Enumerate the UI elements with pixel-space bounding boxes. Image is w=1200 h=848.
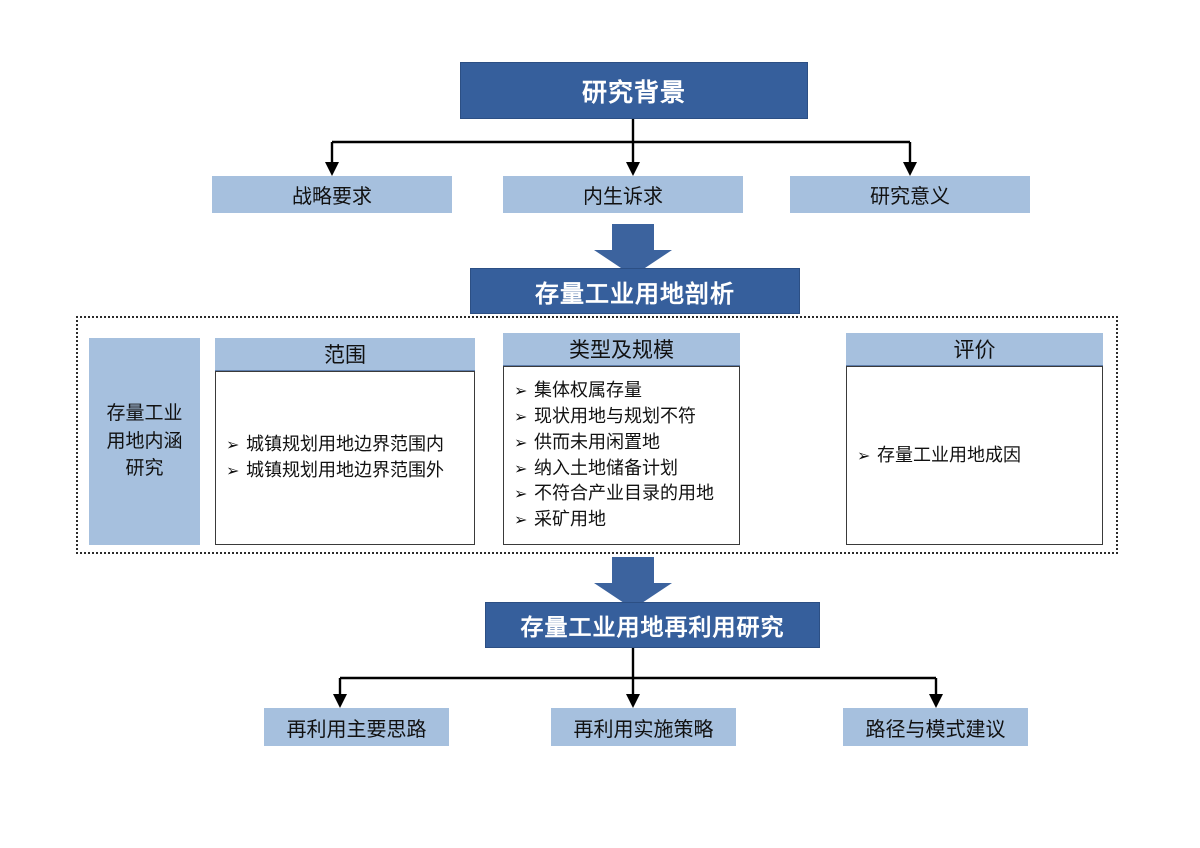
arrowheads-bottom	[333, 694, 943, 708]
chip-reuse-implementation-strategy[interactable]: 再利用实施策略	[551, 708, 736, 746]
list-item: ➢ 城镇规划用地边界范围外	[226, 458, 464, 484]
arrowheads-top	[325, 162, 917, 176]
scope-list: ➢ 城镇规划用地边界范围内 ➢ 城镇规划用地边界范围外	[226, 432, 464, 483]
panel-body-evaluation: ➢ 存量工业用地成因	[846, 366, 1103, 545]
list-item: ➢ 采矿用地	[514, 507, 729, 533]
panel-title-type-and-scale: 类型及规模	[503, 333, 740, 366]
side-label-line-3: 研究	[125, 458, 164, 480]
list-item: ➢ 不符合产业目录的用地	[514, 481, 729, 507]
panel-body-type-and-scale: ➢ 集体权属存量 ➢ 现状用地与规划不符 ➢ 供而未用闲置地 ➢ 纳入土地储备计…	[503, 366, 740, 545]
chip-research-significance[interactable]: 研究意义	[790, 176, 1030, 213]
panel-title-evaluation: 评价	[846, 333, 1103, 366]
list-item: ➢ 集体权属存量	[514, 378, 729, 404]
chip-reuse-main-ideas[interactable]: 再利用主要思路	[264, 708, 449, 746]
chip-strategic-requirement[interactable]: 战略要求	[212, 176, 452, 213]
chevron-right-icon: ➢	[514, 383, 528, 401]
list-item-label: 采矿用地	[534, 508, 606, 529]
chevron-right-icon: ➢	[514, 511, 528, 529]
list-item-label: 城镇规划用地边界范围内	[246, 434, 444, 455]
list-item-label: 存量工业用地成因	[877, 444, 1021, 465]
list-item: ➢ 现状用地与规划不符	[514, 404, 729, 430]
list-item-label: 现状用地与规划不符	[534, 406, 696, 427]
list-item: ➢ 城镇规划用地边界范围内	[226, 432, 464, 458]
chevron-right-icon: ➢	[514, 460, 528, 478]
chevron-right-icon: ➢	[514, 486, 528, 504]
list-item-label: 不符合产业目录的用地	[534, 483, 714, 504]
banner-stock-industrial-land-reuse-research[interactable]: 存量工业用地再利用研究	[485, 602, 820, 648]
type-scale-list: ➢ 集体权属存量 ➢ 现状用地与规划不符 ➢ 供而未用闲置地 ➢ 纳入土地储备计…	[514, 378, 729, 532]
list-item: ➢ 纳入土地储备计划	[514, 456, 729, 482]
analysis-group-container	[76, 316, 1118, 554]
side-label-line-1: 存量工业	[106, 403, 183, 425]
chevron-right-icon: ➢	[514, 434, 528, 452]
chip-internal-demand[interactable]: 内生诉求	[503, 176, 743, 213]
panel-title-scope: 范围	[215, 338, 475, 371]
panel-body-scope: ➢ 城镇规划用地边界范围内 ➢ 城镇规划用地边界范围外	[215, 371, 475, 545]
list-item: ➢ 存量工业用地成因	[857, 443, 1092, 469]
list-item-label: 纳入土地储备计划	[534, 457, 678, 478]
list-item-label: 供而未用闲置地	[534, 431, 660, 452]
chip-path-and-mode-suggestion[interactable]: 路径与模式建议	[843, 708, 1028, 746]
list-item-label: 城镇规划用地边界范围外	[246, 460, 444, 480]
list-item-label: 集体权属存量	[534, 380, 642, 401]
chevron-right-icon: ➢	[226, 437, 240, 455]
side-label-line-2: 用地内涵	[106, 430, 183, 452]
banner-research-background[interactable]: 研究背景	[460, 62, 808, 119]
banner-stock-industrial-land-analysis[interactable]: 存量工业用地剖析	[470, 268, 800, 314]
side-label-stock-industrial-land-connotation: 存量工业 用地内涵 研究	[89, 338, 200, 545]
list-item: ➢ 供而未用闲置地	[514, 430, 729, 456]
chevron-right-icon: ➢	[226, 463, 240, 480]
evaluation-list: ➢ 存量工业用地成因	[857, 443, 1092, 469]
chevron-right-icon: ➢	[514, 409, 528, 427]
chevron-right-icon: ➢	[857, 447, 871, 465]
